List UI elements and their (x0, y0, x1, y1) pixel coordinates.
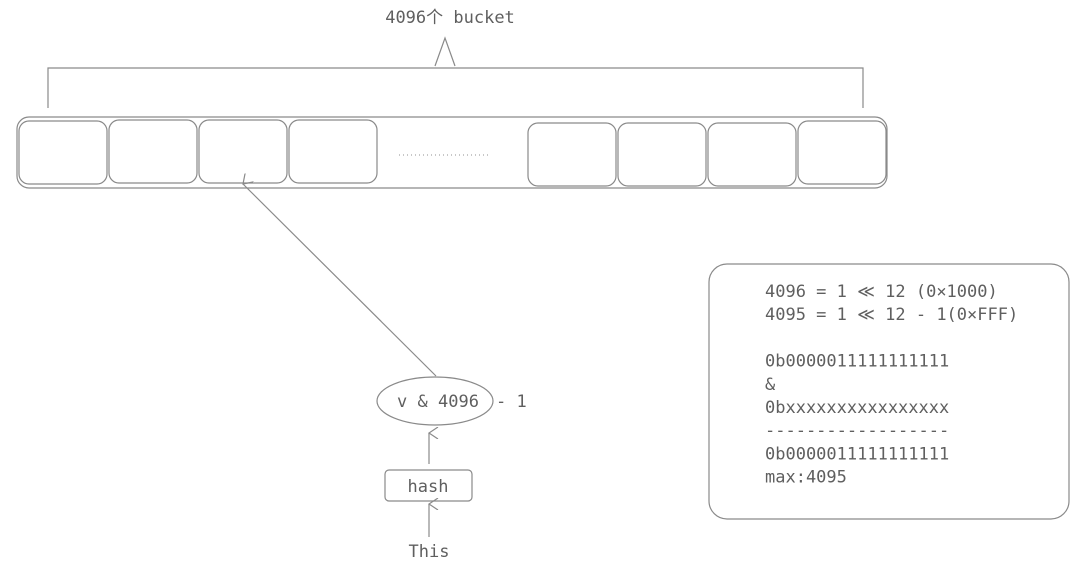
mask-expression: v & 4096 (397, 392, 479, 412)
notes-line: 0bxxxxxxxxxxxxxxxx (765, 398, 949, 418)
notes-line: 4096 = 1 ≪ 12 (0×1000) (765, 282, 998, 302)
bucket-cell (18, 120, 108, 185)
notes-line: ------------------ (765, 421, 949, 441)
bucket-brace (47, 36, 864, 108)
bucket-cell (288, 119, 378, 184)
notes-text: 4096 = 1 ≪ 12 (0×1000) 4095 = 1 ≪ 12 - 1(… (765, 282, 1018, 488)
bucket-cell (707, 122, 797, 187)
mask-expression-ellipse (376, 376, 494, 426)
hash-label: hash (408, 477, 449, 497)
bucket-cell (617, 122, 707, 187)
notes-line: 4095 = 1 ≪ 12 - 1(0×FFF) (765, 305, 1018, 325)
notes-line: max:4095 (765, 468, 847, 488)
bucket-cell (797, 120, 887, 185)
bucket-cell (108, 119, 198, 184)
notes-box (708, 263, 1070, 520)
notes-line: 0b0000011111111111 (765, 352, 949, 372)
bucket-count-label: 4096个 bucket (385, 8, 515, 28)
source-label: This (409, 542, 450, 562)
mask-expression-suffix: - 1 (496, 392, 527, 412)
notes-line: & (765, 375, 776, 395)
bucket-cell (527, 122, 617, 187)
notes-line: 0b0000011111111111 (765, 444, 949, 464)
index-arrow (243, 184, 437, 377)
bucket-cell (198, 119, 288, 184)
